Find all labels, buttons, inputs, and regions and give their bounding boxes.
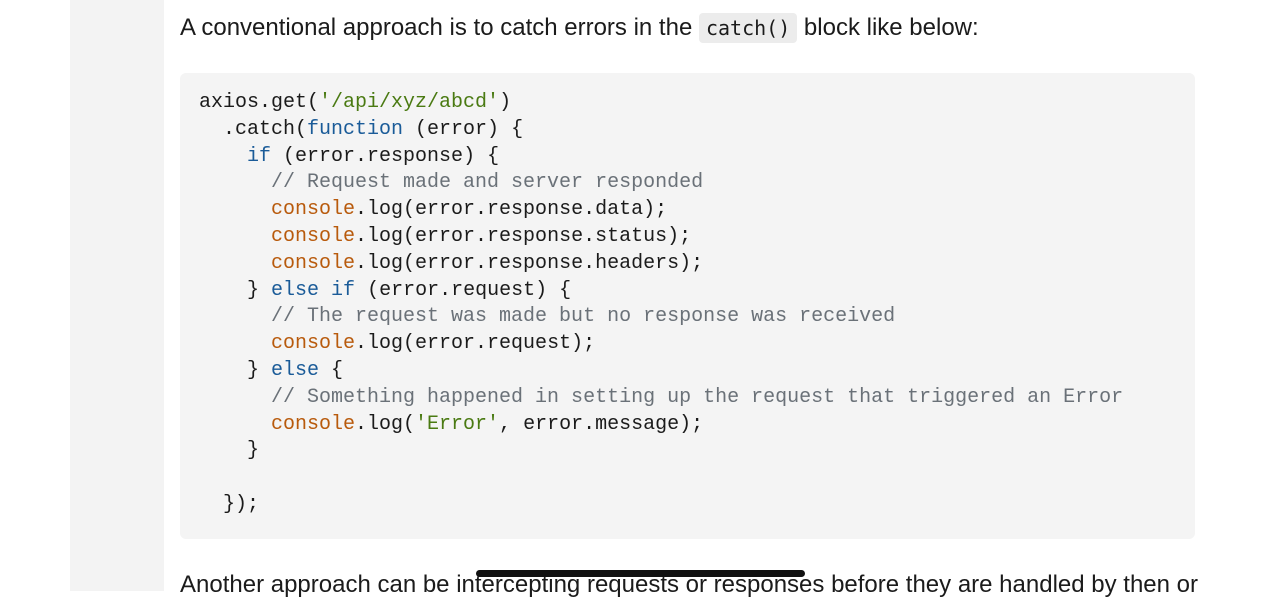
code-token	[319, 279, 331, 302]
code-token: .log(error.response.headers);	[355, 251, 704, 275]
code-token: {	[319, 358, 344, 382]
code-object: console	[271, 251, 356, 275]
code-token: .log(error.response.status);	[355, 224, 692, 248]
code-line: console.log(error.response.data);	[199, 197, 1176, 224]
intro-text-after: block like below:	[797, 14, 979, 41]
code-keyword: if	[247, 144, 272, 168]
code-line: // Something happened in setting up the …	[199, 385, 1176, 412]
code-pre: axios.get('/api/xyz/abcd') .catch(functi…	[199, 90, 1176, 519]
code-token	[199, 252, 271, 275]
code-line: console.log('Error', error.message);	[199, 412, 1176, 439]
code-string: 'Error'	[415, 412, 500, 436]
code-line: axios.get('/api/xyz/abcd')	[199, 90, 1176, 117]
code-token: )	[499, 91, 512, 114]
code-token: .log(	[355, 412, 416, 436]
code-line: if (error.response) {	[199, 144, 1176, 171]
code-token: });	[199, 492, 260, 516]
code-token: }	[199, 358, 272, 382]
code-object: console	[271, 412, 356, 436]
code-line: console.log(error.response.headers);	[199, 251, 1176, 278]
code-line: console.log(error.response.status);	[199, 224, 1176, 251]
code-line: // The request was made but no response …	[199, 304, 1176, 331]
code-line: } else if (error.request) {	[199, 278, 1176, 305]
code-comment: // The request was made but no response …	[199, 305, 896, 329]
code-token: , error.message);	[499, 412, 704, 436]
left-gutter	[70, 0, 164, 591]
code-token: }	[199, 439, 260, 463]
code-token	[199, 332, 271, 355]
code-token	[199, 225, 271, 248]
code-object: console	[271, 332, 356, 356]
code-line: console.log(error.request);	[199, 331, 1176, 358]
code-token: .log(error.request);	[355, 332, 596, 356]
intro-text-before: A conventional approach is to catch erro…	[180, 14, 699, 41]
code-token: .catch(	[199, 117, 308, 141]
code-keyword: if	[331, 278, 356, 302]
code-comment: // Something happened in setting up the …	[199, 385, 1124, 409]
code-token	[199, 198, 271, 221]
code-line: // Request made and server responded	[199, 170, 1176, 197]
code-token: axios.get(	[199, 91, 320, 114]
code-comment: // Request made and server responded	[199, 171, 704, 195]
intro-paragraph: A conventional approach is to catch erro…	[180, 10, 979, 46]
code-line: .catch(function (error) {	[199, 117, 1176, 144]
code-string: '/api/xyz/abcd'	[319, 91, 500, 114]
code-token: }	[199, 278, 272, 302]
code-token: .log(error.response.data);	[355, 198, 668, 222]
inline-code: catch()	[698, 13, 798, 43]
code-line: });	[199, 492, 1176, 519]
code-lines: axios.get('/api/xyz/abcd') .catch(functi…	[199, 90, 1176, 519]
code-line	[199, 465, 1176, 492]
code-keyword: else	[271, 278, 320, 302]
code-keyword: else	[271, 358, 320, 382]
code-token: (error.request) {	[355, 278, 572, 302]
code-token	[199, 145, 247, 168]
code-token	[199, 413, 271, 436]
code-line: }	[199, 438, 1176, 465]
code-keyword: function	[307, 117, 404, 141]
horizontal-scrollbar[interactable]	[476, 570, 805, 577]
code-object: console	[271, 224, 356, 248]
code-token: (error.response) {	[271, 144, 500, 168]
code-token: (error) {	[403, 117, 524, 141]
code-block[interactable]: axios.get('/api/xyz/abcd') .catch(functi…	[180, 73, 1195, 539]
code-object: console	[271, 198, 356, 222]
code-line: } else {	[199, 358, 1176, 385]
